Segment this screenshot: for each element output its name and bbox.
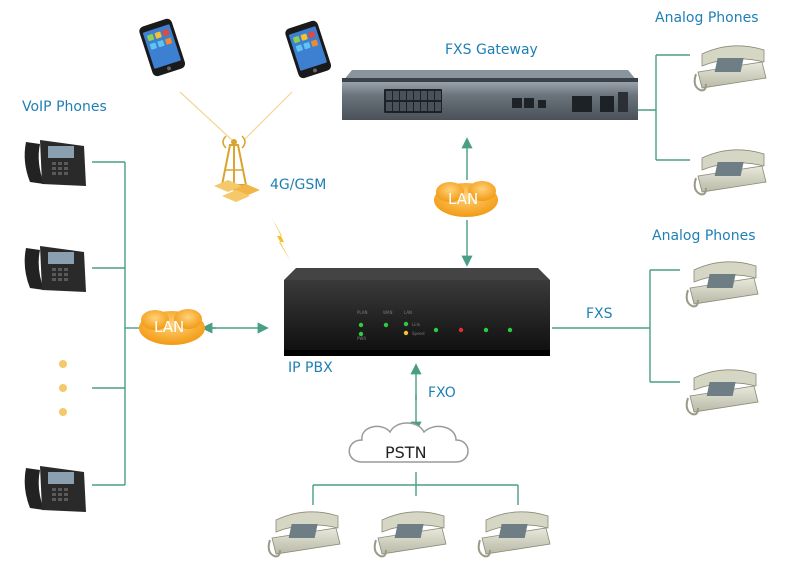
svg-text:Speed: Speed	[412, 331, 425, 336]
analog-phone-icon	[685, 261, 759, 308]
fxo-label: FXO	[428, 385, 456, 401]
signal-beams	[179, 91, 293, 141]
pstn-cloud	[348, 422, 469, 463]
analog-phone-icon	[685, 369, 759, 416]
lan-top-label: LAN	[448, 190, 479, 208]
svg-text:WAN: WAN	[383, 310, 392, 315]
mobile-phone-right-icon	[285, 20, 332, 79]
mobile-phone-left-icon	[139, 18, 186, 77]
pbx-fxs-lines	[552, 269, 680, 383]
svg-text:LAN: LAN	[404, 310, 412, 315]
lan-top-cloud	[434, 181, 498, 217]
ip-pbx-label: IP PBX	[288, 360, 333, 376]
analog-phone-icon	[267, 511, 341, 558]
analog-phones-top-label: Analog Phones	[655, 10, 759, 26]
voip-phone-icon	[24, 140, 86, 186]
wireless-bolt-icon	[272, 218, 291, 262]
lan-left-label: LAN	[154, 318, 185, 336]
cell-tower-icon	[214, 135, 260, 202]
analog-phone-icon	[477, 511, 551, 558]
voip-bus-lines	[92, 161, 126, 486]
pstn-phone-lines	[312, 472, 519, 505]
voip-phones-label: VoIP Phones	[22, 99, 107, 115]
fxs-gateway-device	[342, 70, 638, 120]
fxs-gateway-label: FXS Gateway	[445, 42, 538, 58]
fxs-label: FXS	[586, 306, 613, 322]
svg-text:PWR: PWR	[357, 336, 366, 341]
voip-phone-icon	[24, 466, 86, 512]
svg-text:PLAN: PLAN	[357, 310, 367, 315]
analog-phone-icon	[693, 45, 767, 92]
lan-left-cloud	[139, 309, 205, 345]
analog-phones-mid-label: Analog Phones	[652, 228, 756, 244]
pstn-label: PSTN	[385, 443, 427, 462]
svg-text:Link: Link	[412, 322, 421, 327]
voip-phone-icon	[24, 246, 86, 292]
gateway-analog-lines	[632, 54, 690, 161]
four-g-gsm-label: 4G/GSM	[270, 177, 327, 193]
more-phones-dots	[59, 360, 67, 416]
analog-phone-icon	[693, 149, 767, 196]
analog-phone-icon	[373, 511, 447, 558]
